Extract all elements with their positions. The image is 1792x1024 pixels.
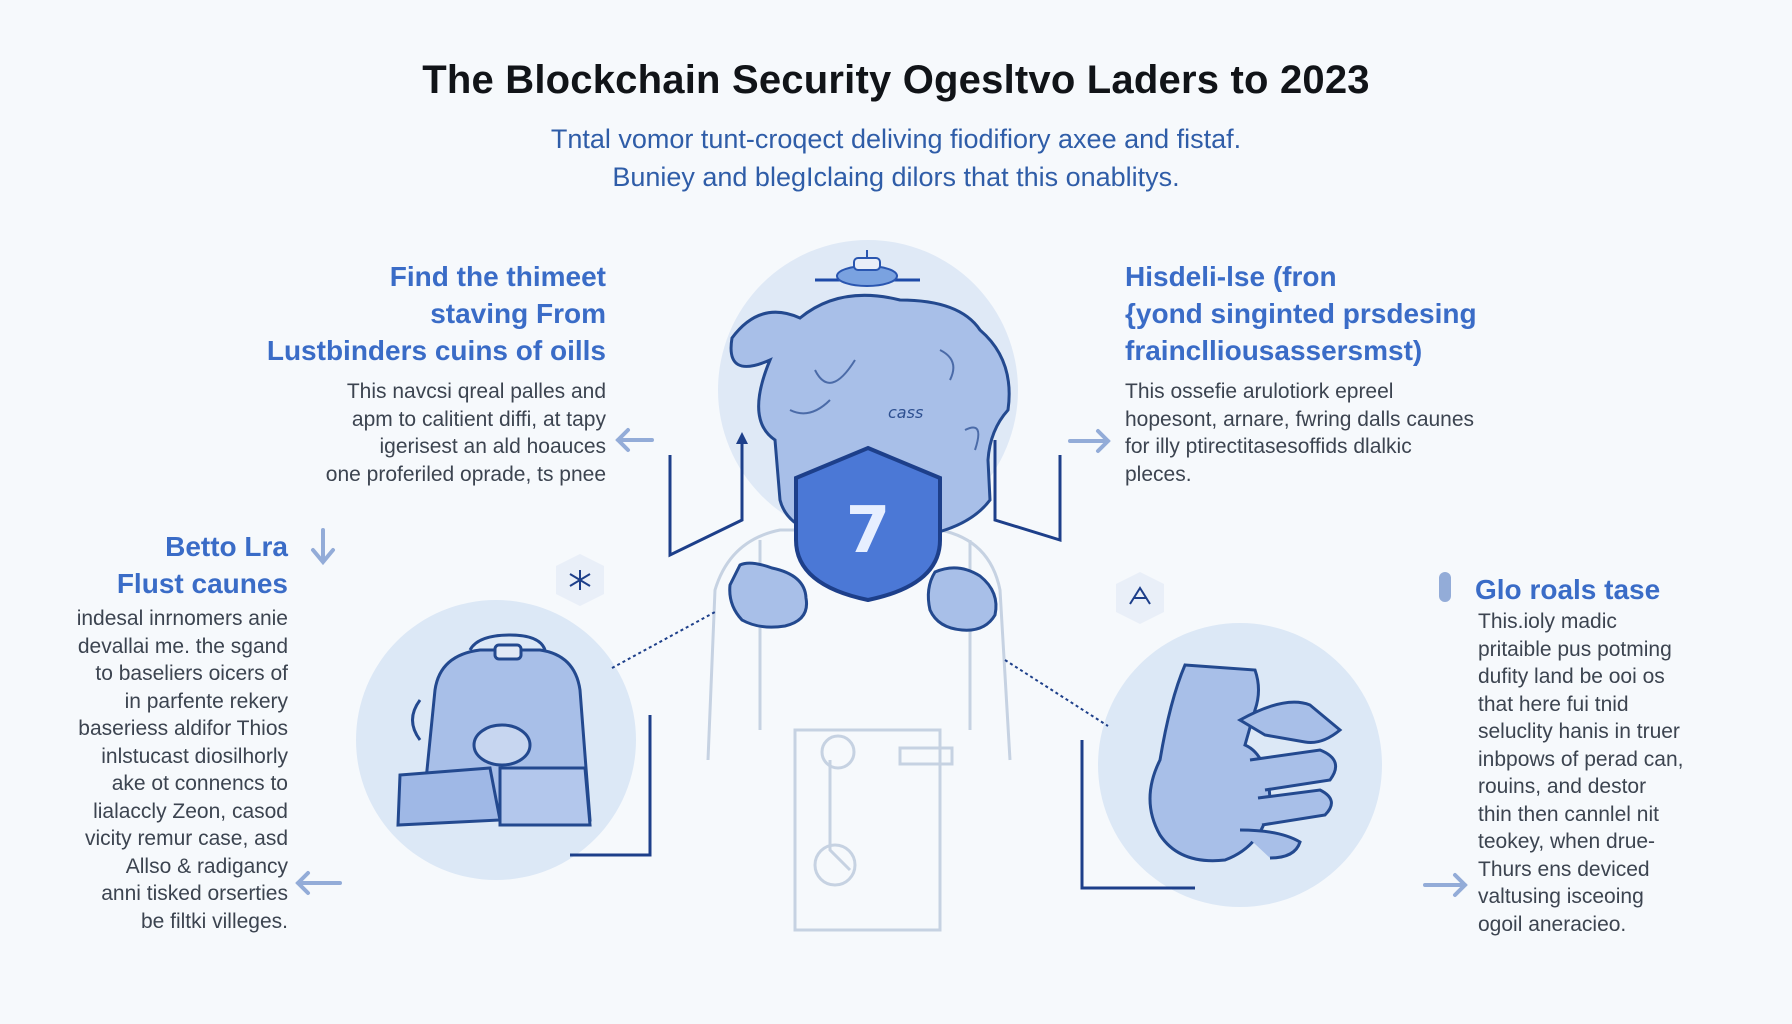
top-left-heading: Find the thimeet staving From Lustbinder… [186, 258, 606, 369]
body-line: This ossefie arulotiork epreel [1125, 380, 1394, 403]
body-line: pleces. [1125, 462, 1192, 486]
head-scribble-label: cass [888, 403, 923, 422]
heading-line: Betto Lra [165, 531, 288, 562]
shield-mark: 7 [846, 494, 891, 568]
subtitle-line-1: Tntal vomor tunt-croqect deliving fiodif… [550, 124, 1242, 154]
body-line: anni tisked orserties [101, 882, 288, 905]
body-line: to baseliers oicers of [95, 662, 288, 685]
subtitle-line-2: Buniey and blegIclaing dilors that this … [612, 162, 1180, 192]
heading-line: Lustbinders cuins of oills [266, 335, 606, 366]
body-line: hopesont, arnare, fwring dalls caunes [1125, 407, 1475, 431]
body-line: rouins, and destor [1478, 775, 1647, 798]
top-left-body: This navcsi qreal palles and apm to cali… [186, 378, 606, 488]
dotted-pointers [611, 611, 1109, 727]
connector-lines [570, 440, 1195, 890]
heading-line: Glo roals tase [1475, 574, 1661, 605]
bottom-left-heading: Betto Lra Flust caunes [28, 528, 288, 602]
heading-line: Flust caunes [116, 568, 288, 599]
ufo-icon [815, 250, 920, 287]
body-line: indesal inrnomers anie [76, 607, 288, 630]
page-title: The Blockchain Security Ogesltvo Laders … [422, 58, 1370, 102]
body-line: This.ioly madic [1478, 610, 1617, 633]
body-line: that here fui tnid [1478, 692, 1629, 716]
body-line: for illy ptirectitasesoffids dlalkic [1125, 435, 1412, 458]
bottom-right-heading: Glo roals tase [1475, 571, 1775, 608]
bottom-left-body: indesal inrnomers anie devallai me. the … [18, 605, 288, 935]
heading-line: Hisdeli-lse (fron [1125, 261, 1337, 292]
body-line: lialaccly Zeon, casod [93, 799, 288, 823]
body-line: apm to calitient diffi, at tapy [351, 407, 606, 431]
body-line: Thurs ens deviced [1478, 857, 1650, 881]
top-right-body: This ossefie arulotiork epreel hopesont,… [1125, 378, 1585, 488]
body-line: in parfente rekery [124, 689, 288, 713]
heading-line: staving From [430, 298, 606, 329]
top-right-heading: Hisdeli-lse (fron {yond singinted prsdes… [1125, 258, 1585, 369]
body-line: teokey, when drue- [1478, 830, 1656, 853]
body-line: one proferiled oprade, ts pnee [325, 462, 606, 486]
body-line: Allso & radigancy [125, 854, 288, 878]
bottom-right-body: This.ioly madic pritaible pus potming du… [1478, 608, 1778, 938]
right-hand-rock [926, 566, 998, 632]
body-line: This navcsi qreal palles and [346, 380, 606, 403]
body-line: seluclity hanis in truer [1478, 720, 1680, 743]
body-line: devallai me. the sgand [77, 634, 288, 658]
body-line: igerisest an ald hoauces [379, 435, 606, 458]
shield-icon: 7 [794, 445, 942, 603]
up-arrowhead [736, 432, 748, 444]
body-line: inbpows of perad can, [1478, 747, 1684, 771]
arrow-icon [295, 428, 1468, 897]
heading-line: Find the thimeet [389, 261, 606, 292]
body-line: thin then cannlel nit [1478, 802, 1659, 826]
body-line: ogoil aneracieo. [1478, 912, 1627, 936]
fist-icon [1148, 663, 1343, 863]
hexagon-badge-icon [556, 554, 1164, 624]
body-line: baseriess aldifor Thios [78, 717, 288, 740]
body-line: inlstucast diosilhorly [101, 744, 288, 768]
body-line: be filtki villeges. [140, 909, 288, 933]
body-line: dufity land be ooi os [1478, 665, 1665, 688]
body-line: pritaible pus potming [1478, 637, 1672, 661]
heading-line: {yond singinted prsdesing [1125, 298, 1477, 329]
left-hand-rock [728, 561, 809, 629]
body-line: vicity remur case, asd [84, 827, 288, 850]
heading-line: frainclliousassersmst) [1125, 335, 1423, 366]
backpack-icon [396, 633, 592, 827]
body-line: valtusing isceoing [1478, 885, 1644, 908]
body-line: ake ot connencs to [111, 772, 288, 795]
